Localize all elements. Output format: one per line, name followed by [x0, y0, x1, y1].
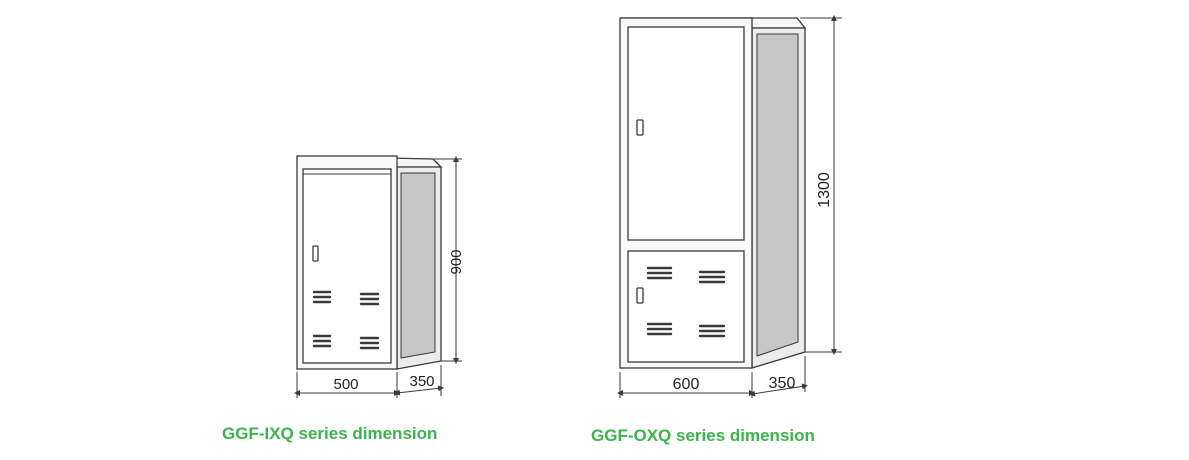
cabinet-oxq-vents-upper [646, 266, 726, 284]
cabinet-ixq-handle [312, 245, 319, 262]
dim-oxq-depth-label: 350 [769, 375, 796, 392]
dim-ixq-width-label: 500 [333, 376, 358, 393]
cabinet-ixq [296, 155, 443, 370]
cabinet-ixq-vents-lower [312, 334, 380, 350]
dims-ixq [294, 156, 462, 398]
dim-ixq-depth-line [394, 385, 444, 396]
cabinet-ixq-vents-upper [312, 290, 380, 306]
dim-oxq-depth-line [749, 383, 808, 397]
cabinet-oxq-side-shadow [756, 33, 799, 357]
dims-oxq [617, 15, 842, 398]
cabinet-oxq-lower-handle [636, 287, 644, 304]
cabinet-oxq-lower-door [627, 250, 745, 363]
cabinet-ixq-side-shadow [400, 172, 436, 359]
caption-oxq: GGF-OXQ series dimension [591, 426, 815, 445]
dim-oxq-height-label: 1300 [816, 172, 833, 208]
cabinet-oxq [619, 17, 807, 369]
cabinet-oxq-vents-lower [646, 322, 726, 338]
dim-oxq-width-label: 600 [673, 376, 700, 393]
cabinet-ixq-door [302, 168, 392, 364]
cabinet-oxq-upper-door [627, 26, 745, 241]
dim-ixq-height-label: 900 [448, 249, 465, 274]
caption-ixq: GGF-IXQ series dimension [222, 424, 438, 443]
cabinet-oxq-upper-handle [636, 119, 644, 136]
dim-ixq-depth-label: 350 [409, 373, 434, 390]
